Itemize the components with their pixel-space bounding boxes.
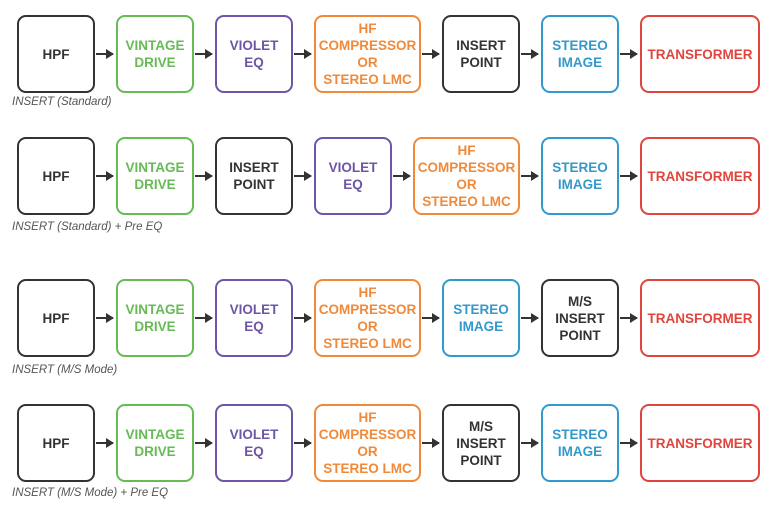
chain-block: VINTAGE DRIVE	[116, 404, 194, 482]
flow-arrow	[422, 313, 440, 323]
chain-block: TRANSFORMER	[640, 15, 760, 93]
chain-block: INSERT POINT	[442, 15, 520, 93]
flow-arrow	[521, 438, 539, 448]
signal-chain-row: HPF VINTAGE DRIVE VIOLET EQ HF COMPRESSOR O…	[0, 279, 777, 357]
flow-arrow	[195, 313, 213, 323]
row-caption: INSERT (M/S Mode)	[12, 364, 118, 376]
flow-arrow	[195, 438, 213, 448]
flow-arrow	[96, 171, 114, 181]
flow-arrow	[96, 49, 114, 59]
chain-block: M/S INSERT POINT	[442, 404, 520, 482]
chain-block: HF COMPRESSOR OR STEREO LMC	[314, 404, 421, 482]
row-caption: INSERT (Standard) + Pre EQ	[12, 221, 163, 233]
row-caption: INSERT (Standard)	[12, 96, 112, 108]
row-caption: INSERT (M/S Mode) + Pre EQ	[12, 487, 169, 499]
chain-block: HPF	[17, 137, 95, 215]
chain-block: TRANSFORMER	[640, 137, 760, 215]
flow-arrow	[294, 171, 312, 181]
flow-arrow	[620, 313, 638, 323]
chain-block: STEREO IMAGE	[541, 404, 619, 482]
flow-arrow	[521, 313, 539, 323]
flow-arrow	[294, 49, 312, 59]
signal-chain-row: HPF VINTAGE DRIVE INSERT POINT VIOLET EQ HF …	[0, 137, 777, 215]
flow-arrow	[620, 171, 638, 181]
chain-block: VIOLET EQ	[215, 279, 293, 357]
chain-block: HF COMPRESSOR OR STEREO LMC	[413, 137, 520, 215]
flow-arrow	[294, 313, 312, 323]
chain-block: VINTAGE DRIVE	[116, 279, 194, 357]
flow-arrow	[294, 438, 312, 448]
flow-arrow	[422, 49, 440, 59]
flow-arrow	[620, 49, 638, 59]
flow-arrow	[195, 171, 213, 181]
chain-block: TRANSFORMER	[640, 279, 760, 357]
flow-arrow	[620, 438, 638, 448]
chain-block: HPF	[17, 15, 95, 93]
signal-chain-row: HPF VINTAGE DRIVE VIOLET EQ HF COMPRESSOR O…	[0, 15, 777, 93]
flow-arrow	[521, 171, 539, 181]
chain-block: M/S INSERT POINT	[541, 279, 619, 357]
flow-arrow	[96, 438, 114, 448]
flow-arrow	[96, 313, 114, 323]
chain-block: STEREO IMAGE	[541, 15, 619, 93]
signal-chain-row: HPF VINTAGE DRIVE VIOLET EQ HF COMPRESSOR O…	[0, 404, 777, 482]
flow-arrow	[521, 49, 539, 59]
chain-block: HPF	[17, 404, 95, 482]
chain-block: VIOLET EQ	[314, 137, 392, 215]
chain-block: VINTAGE DRIVE	[116, 137, 194, 215]
chain-block: HF COMPRESSOR OR STEREO LMC	[314, 15, 421, 93]
chain-block: INSERT POINT	[215, 137, 293, 215]
flow-arrow	[195, 49, 213, 59]
flow-arrow	[393, 171, 411, 181]
chain-block: STEREO IMAGE	[442, 279, 520, 357]
chain-block: VIOLET EQ	[215, 15, 293, 93]
chain-block: TRANSFORMER	[640, 404, 760, 482]
chain-block: HPF	[17, 279, 95, 357]
chain-block: VIOLET EQ	[215, 404, 293, 482]
chain-block: HF COMPRESSOR OR STEREO LMC	[314, 279, 421, 357]
chain-block: VINTAGE DRIVE	[116, 15, 194, 93]
flow-arrow	[422, 438, 440, 448]
chain-block: STEREO IMAGE	[541, 137, 619, 215]
